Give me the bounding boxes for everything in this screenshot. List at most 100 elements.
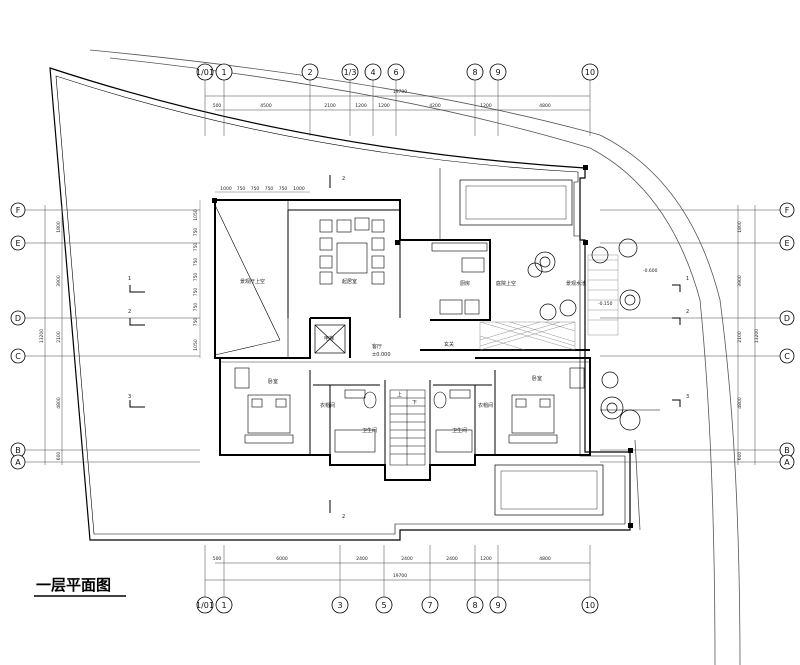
- dim-top-total: 19700: [393, 89, 407, 95]
- section-top-2: 2: [342, 176, 345, 182]
- axis-right-F: F: [785, 206, 790, 215]
- axis-left-B: B: [15, 446, 21, 455]
- axis-bottom-5: 5: [381, 601, 386, 610]
- axis-right-D: D: [784, 314, 790, 323]
- void-dimension-lines: [199, 191, 310, 358]
- section-left-1: 1: [128, 276, 131, 282]
- dim-right-3: 4800: [737, 397, 743, 409]
- dim-top-2: 2100: [324, 103, 336, 109]
- dim-top-1: 4500: [260, 103, 272, 109]
- axis-top-2: 2: [307, 68, 312, 77]
- dim-void-v-1: 750: [193, 228, 199, 237]
- stair-up: 上: [397, 391, 402, 398]
- dim-upper-3: 750: [265, 186, 274, 192]
- section-left-2: 2: [128, 309, 131, 315]
- dim-upper-4: 750: [279, 186, 288, 192]
- stair: [389, 389, 426, 466]
- dim-void-v-8: 1050: [193, 339, 199, 351]
- axis-left-C: C: [15, 352, 21, 361]
- bedroom-furniture: [234, 367, 585, 444]
- room-bed-left: 卧室: [268, 378, 278, 385]
- fence-posts: [212, 165, 633, 528]
- axis-top-8: 8: [472, 68, 477, 77]
- room-landscape-pool: 景观水池: [566, 280, 586, 287]
- axis-left-D: D: [15, 314, 21, 323]
- dim-bottom-1: 6000: [276, 556, 288, 562]
- dim-top-7: 4800: [539, 103, 551, 109]
- dim-void-v-3: 750: [193, 258, 199, 267]
- dim-left-3: 4800: [56, 397, 62, 409]
- room-bath-left: 卫生间: [362, 427, 377, 434]
- top-axis-bubbles: [196, 63, 599, 81]
- dim-void-v-6: 750: [193, 303, 199, 312]
- axis-top-9: 9: [495, 68, 500, 77]
- axis-left-F: F: [16, 206, 21, 215]
- axis-top-1: 1: [221, 68, 226, 77]
- lift-shaft: [314, 324, 346, 354]
- dim-top-0: 500: [213, 103, 222, 109]
- section-right-2: 2: [686, 309, 689, 315]
- dim-bottom-total: 19700: [393, 573, 407, 579]
- room-foyer: 玄关: [444, 341, 454, 348]
- courtyard-paving: [479, 254, 619, 351]
- axis-bottom-7: 7: [427, 601, 432, 610]
- interior-walls: [220, 209, 590, 465]
- dim-left-0: 1800: [56, 221, 62, 233]
- left-axis-grid: [25, 205, 200, 465]
- road-curves: [89, 49, 741, 665]
- bottom-axis-grid: [204, 545, 591, 598]
- section-markers: [129, 175, 681, 513]
- axis-right-A: A: [784, 458, 790, 467]
- room-closet-left: 衣帽间: [320, 402, 335, 409]
- dim-bottom-3: 2400: [401, 556, 413, 562]
- room-kitchen: 厨房: [460, 280, 470, 287]
- axis-bottom-1-01: 1/01: [196, 601, 214, 610]
- room-bed-right: 卧室: [532, 375, 542, 382]
- dim-void-v-4: 750: [193, 273, 199, 282]
- level-tag-0: -0.600: [643, 268, 658, 274]
- level-tag-1: -0.150: [598, 301, 613, 307]
- room-lounge: 起居室: [342, 278, 357, 285]
- axis-left-E: E: [15, 239, 20, 248]
- dim-top-6: 1200: [480, 103, 492, 109]
- dim-upper-5: 1000: [293, 186, 305, 192]
- stair-down: 下: [412, 400, 417, 406]
- dim-void-v-2: 750: [193, 243, 199, 252]
- bath-fixtures: [334, 389, 473, 453]
- bottom-axis-bubbles: [196, 596, 599, 614]
- dim-bottom-0: 500: [213, 556, 222, 562]
- kitchen-fixtures: [431, 242, 488, 315]
- top-axis-grid: [204, 80, 591, 136]
- axis-bottom-3: 3: [337, 601, 342, 610]
- dim-right-total: 13200: [754, 329, 760, 343]
- axis-top-1-3: 1/3: [344, 68, 357, 77]
- dim-bottom-2: 2400: [356, 556, 368, 562]
- room-hall-level: ±0.000: [372, 352, 391, 358]
- axis-left-A: A: [15, 458, 21, 467]
- lounge-furniture: [319, 217, 385, 285]
- right-axis-grid: [600, 205, 780, 465]
- dim-top-3: 1200: [355, 103, 367, 109]
- dim-left-2: 2100: [56, 331, 62, 343]
- axis-bottom-10: 10: [585, 601, 595, 610]
- dim-right-0: 1800: [737, 221, 743, 233]
- right-axis-bubbles: [779, 202, 795, 470]
- dim-bottom-4: 2400: [446, 556, 458, 562]
- dim-bottom-6: 4800: [539, 556, 551, 562]
- dim-upper-0: 1000: [220, 186, 232, 192]
- drawing-title: 一层平面图: [36, 576, 111, 594]
- dim-top-5: 4200: [429, 103, 441, 109]
- axis-top-4: 4: [370, 68, 375, 77]
- axis-bottom-9: 9: [495, 601, 500, 610]
- axis-top-6: 6: [393, 68, 398, 77]
- room-hall: 客厅: [372, 343, 382, 350]
- dim-right-1: 3900: [737, 275, 743, 287]
- room-lift: 电梯: [324, 335, 334, 342]
- dim-bottom-5: 1200: [480, 556, 492, 562]
- room-closet-right: 衣帽间: [478, 402, 493, 409]
- section-bottom-2: 2: [342, 514, 345, 520]
- axis-top-1-01: 1/01: [196, 68, 214, 77]
- site-boundary: [49, 67, 631, 541]
- landscape-trees: [527, 238, 641, 431]
